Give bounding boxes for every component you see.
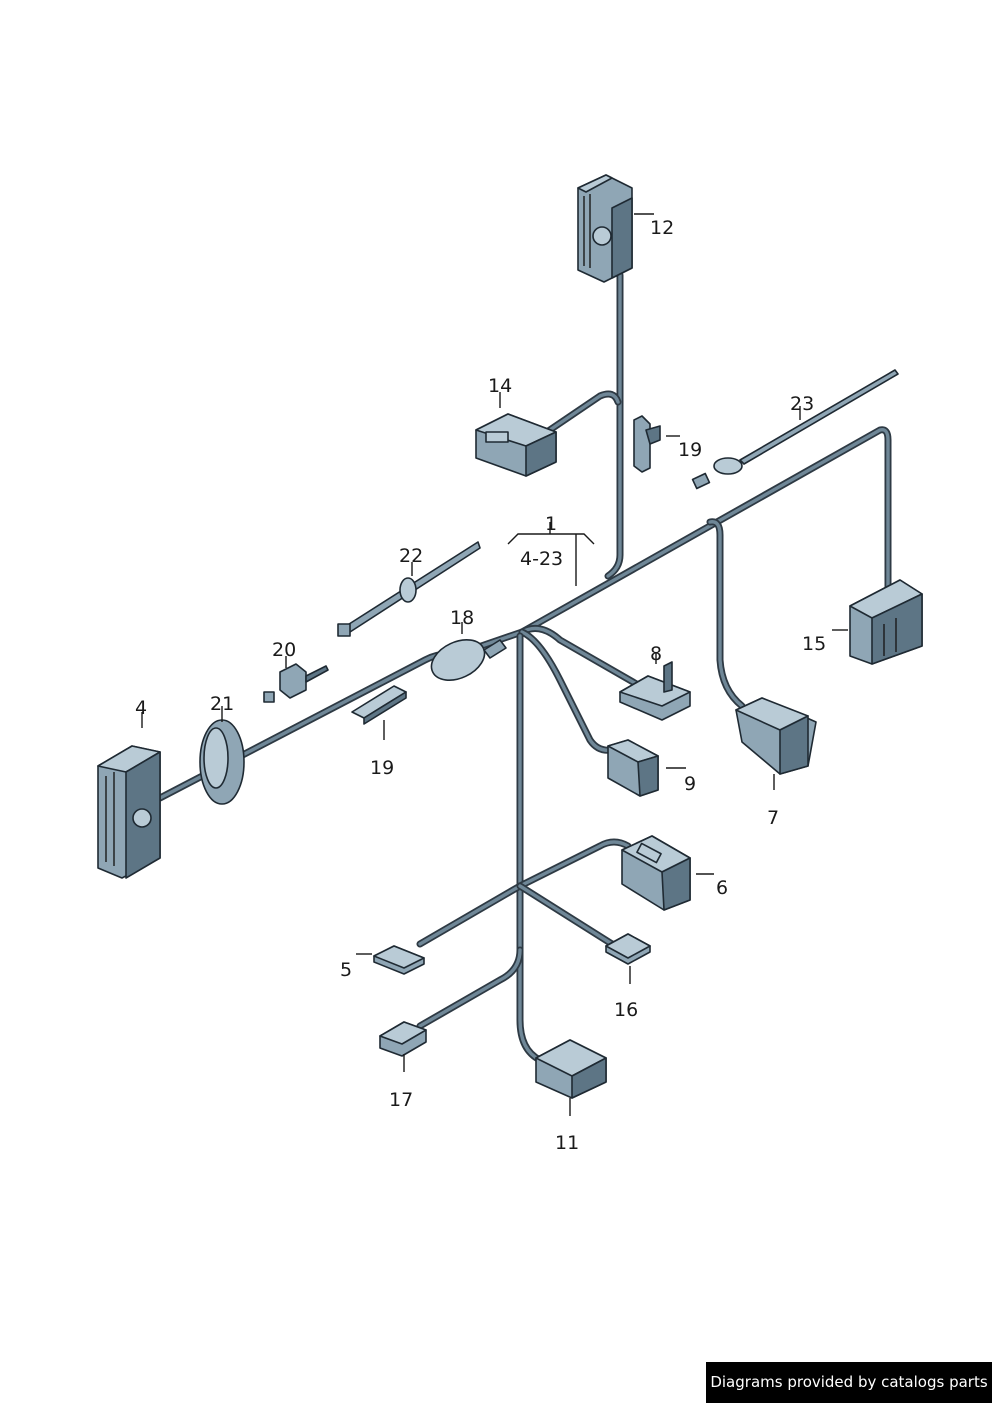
callout-4-23: 4-23 xyxy=(520,548,563,570)
callout-8: 8 xyxy=(650,643,662,665)
connector-7 xyxy=(735,697,817,775)
callout-19-upper: 19 xyxy=(678,439,702,461)
callout-7: 7 xyxy=(767,807,779,829)
callout-9: 9 xyxy=(684,773,696,795)
grommet-18 xyxy=(430,639,507,681)
leader-lines xyxy=(141,213,848,1116)
connector-12 xyxy=(577,174,633,283)
cable-tie-22 xyxy=(337,541,481,637)
callout-16: 16 xyxy=(614,999,638,1021)
connector-8 xyxy=(619,661,691,721)
callout-18: 18 xyxy=(450,607,474,629)
callout-23: 23 xyxy=(790,393,814,415)
credit-banner: Diagrams provided by catalogs parts xyxy=(706,1362,992,1403)
callout-12: 12 xyxy=(650,217,674,239)
connector-14 xyxy=(475,413,557,477)
callout-20: 20 xyxy=(272,639,296,661)
holder-20 xyxy=(263,663,329,703)
clip-19-upper xyxy=(633,415,661,473)
connector-15 xyxy=(849,579,923,665)
harness-wires xyxy=(156,271,892,1064)
connector-17 xyxy=(379,1021,427,1057)
connector-4 xyxy=(97,745,161,879)
callout-labels: 12 14 19 23 1 4-23 22 18 20 21 4 15 8 19… xyxy=(135,217,826,1154)
connector-11 xyxy=(535,1039,607,1099)
callout-11: 11 xyxy=(555,1132,579,1154)
callout-17: 17 xyxy=(389,1089,413,1111)
connector-9 xyxy=(607,739,659,797)
callout-5: 5 xyxy=(340,959,352,981)
grommet-21 xyxy=(199,719,245,805)
connector-6 xyxy=(621,835,691,911)
callout-1: 1 xyxy=(545,513,557,535)
callout-15: 15 xyxy=(802,633,826,655)
callout-14: 14 xyxy=(488,375,512,397)
callout-6: 6 xyxy=(716,877,728,899)
callout-19-lower: 19 xyxy=(370,757,394,779)
callout-21: 21 xyxy=(210,693,234,715)
connector-5 xyxy=(373,945,425,975)
callout-4: 4 xyxy=(135,697,147,719)
connector-16 xyxy=(605,933,651,965)
bracket-19-lower xyxy=(351,685,407,725)
cable-tie-23 xyxy=(691,369,899,490)
callout-22: 22 xyxy=(399,545,423,567)
